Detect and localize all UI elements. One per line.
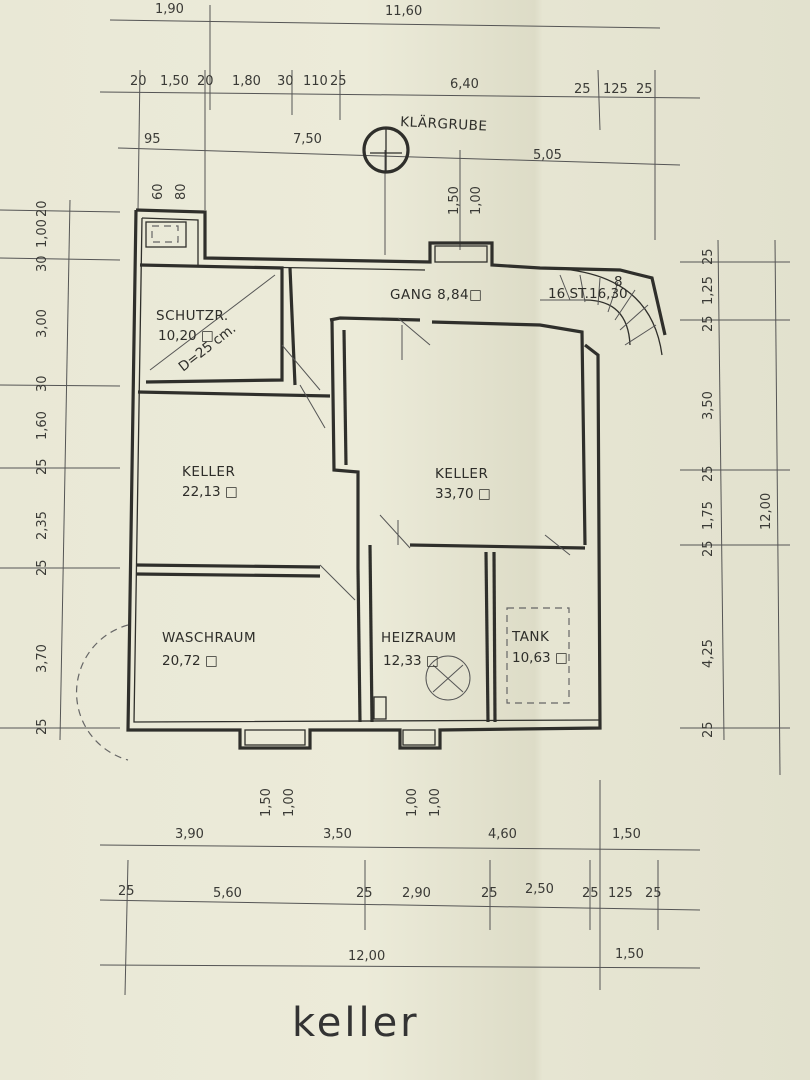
dim-bottom-12: 25: [481, 886, 498, 901]
dim-top-4: 20: [197, 74, 214, 89]
dim-right-2: 25: [701, 315, 716, 332]
dim-top-5: 1,80: [232, 74, 261, 89]
dims-left: 20 1,00 30 3,00 30 1,60 25 2,35 25 3,70 …: [35, 200, 50, 735]
room-heizraum-name: HEIZRAUM: [381, 630, 457, 646]
dim-right-3: 3,50: [701, 391, 716, 420]
dim-top-14: 7,50: [293, 132, 322, 147]
room-keller2-area: 33,70 □: [435, 486, 491, 502]
dim-bottom-4: 3,90: [175, 827, 204, 842]
dim-bottom-8: 25: [118, 884, 135, 899]
dim-bottom-2: 1,00: [405, 788, 420, 817]
dim-left-7: 2,35: [35, 511, 50, 540]
dim-top-7: 110: [303, 74, 328, 89]
room-labels: GANG 8,84□ SCHUTZR. 10,20 □ D=25 cm. KEL…: [156, 112, 628, 669]
dim-right-7: 4,25: [701, 639, 716, 668]
boiler-symbol: [425, 655, 471, 701]
dim-right-9: 12,00: [759, 493, 774, 530]
shelter-diagonal: [149, 274, 276, 371]
dim-top-19: 1,00: [469, 186, 484, 215]
dims-bottom: 1,50 1,00 1,00 1,00 3,90 3,50 4,60 1,50 …: [118, 788, 662, 964]
dim-right-1: 1,25: [701, 276, 716, 305]
stair-label: 16 ST.16,30: [548, 286, 628, 302]
dim-left-8: 25: [35, 559, 50, 576]
dim-left-5: 1,60: [35, 411, 50, 440]
dim-bottom-7: 1,50: [612, 827, 641, 842]
dim-bottom-13: 2,50: [525, 882, 554, 897]
tank-outline: [506, 607, 570, 704]
staircase: [539, 267, 663, 356]
dim-top-18: 1,50: [447, 186, 462, 215]
dim-top-9: 6,40: [450, 77, 479, 92]
dim-bottom-15: 125: [608, 886, 633, 901]
plan-title: keller: [292, 1000, 420, 1046]
stair-mark: 8: [614, 274, 623, 290]
dim-bottom-11: 2,90: [402, 886, 431, 901]
room-waschraum-name: WASCHRAUM: [162, 630, 256, 646]
dim-bottom-3: 1,00: [428, 788, 443, 817]
windows: [145, 221, 488, 746]
room-schutzraum-name: SCHUTZR.: [156, 308, 229, 324]
dim-top-11: 125: [603, 82, 628, 97]
room-keller1-area: 22,13 □: [182, 484, 238, 500]
dim-bottom-0: 1,50: [259, 788, 274, 817]
dim-bottom-16: 25: [645, 886, 662, 901]
dim-left-3: 3,00: [35, 309, 50, 338]
dim-left-9: 3,70: [35, 644, 50, 673]
dimension-lines: [0, 5, 790, 996]
dims-top: 1,90 11,60 20 1,50 20 1,80 30 110 25 6,4…: [130, 2, 653, 215]
septic-tank-label: KLÄRGRUBE: [400, 112, 488, 135]
room-keller1-name: KELLER: [182, 464, 235, 480]
dim-left-1: 1,00: [35, 219, 50, 248]
dim-right-6: 25: [701, 540, 716, 557]
dim-bottom-5: 3,50: [323, 827, 352, 842]
dim-left-2: 30: [35, 255, 50, 272]
dim-right-8: 25: [701, 721, 716, 738]
dim-top-10: 25: [574, 82, 591, 97]
dim-left-10: 25: [35, 718, 50, 735]
room-keller2-name: KELLER: [435, 466, 488, 482]
dim-bottom-6: 4,60: [488, 827, 517, 842]
dims-right: 25 1,25 25 3,50 25 1,75 25 4,25 25 12,00: [701, 248, 774, 738]
dim-top-13: 95: [144, 132, 161, 147]
dim-left-6: 25: [35, 458, 50, 475]
chimney-symbol: [373, 696, 387, 720]
dim-right-5: 1,75: [701, 501, 716, 530]
room-waschraum-area: 20,72 □: [162, 653, 218, 669]
dim-top-1: 11,60: [385, 4, 422, 19]
dim-top-16: 60: [151, 183, 166, 200]
external-door-arc: [76, 624, 129, 761]
room-gang: GANG 8,84□: [390, 287, 482, 303]
walls: [126, 208, 667, 750]
dim-top-8: 25: [330, 74, 347, 89]
dim-top-12: 25: [636, 82, 653, 97]
room-tank-name: TANK: [511, 629, 550, 645]
door-swings: [281, 317, 571, 601]
dim-top-3: 1,50: [160, 74, 189, 89]
septic-tank-icon: [362, 126, 410, 174]
dim-top-0: 1,90: [155, 2, 184, 17]
room-heizraum-area: 12,33 □: [383, 653, 439, 669]
dim-right-0: 25: [701, 248, 716, 265]
dim-left-4: 30: [35, 375, 50, 392]
dim-top-17: 80: [174, 183, 189, 200]
dim-top-2: 20: [130, 74, 147, 89]
dim-bottom-1: 1,00: [282, 788, 297, 817]
dim-left-0: 20: [35, 200, 50, 217]
dim-bottom-9: 5,60: [213, 886, 242, 901]
dim-right-4: 25: [701, 465, 716, 482]
dim-top-15: 5,05: [533, 148, 562, 163]
dim-bottom-14: 25: [582, 886, 599, 901]
dim-bottom-17: 12,00: [348, 949, 385, 964]
room-tank-area: 10,63 □: [512, 650, 568, 666]
dim-bottom-18: 1,50: [615, 947, 644, 962]
dim-bottom-10: 25: [356, 886, 373, 901]
dim-top-6: 30: [277, 74, 294, 89]
room-schutzraum-area: 10,20 □: [158, 328, 214, 344]
